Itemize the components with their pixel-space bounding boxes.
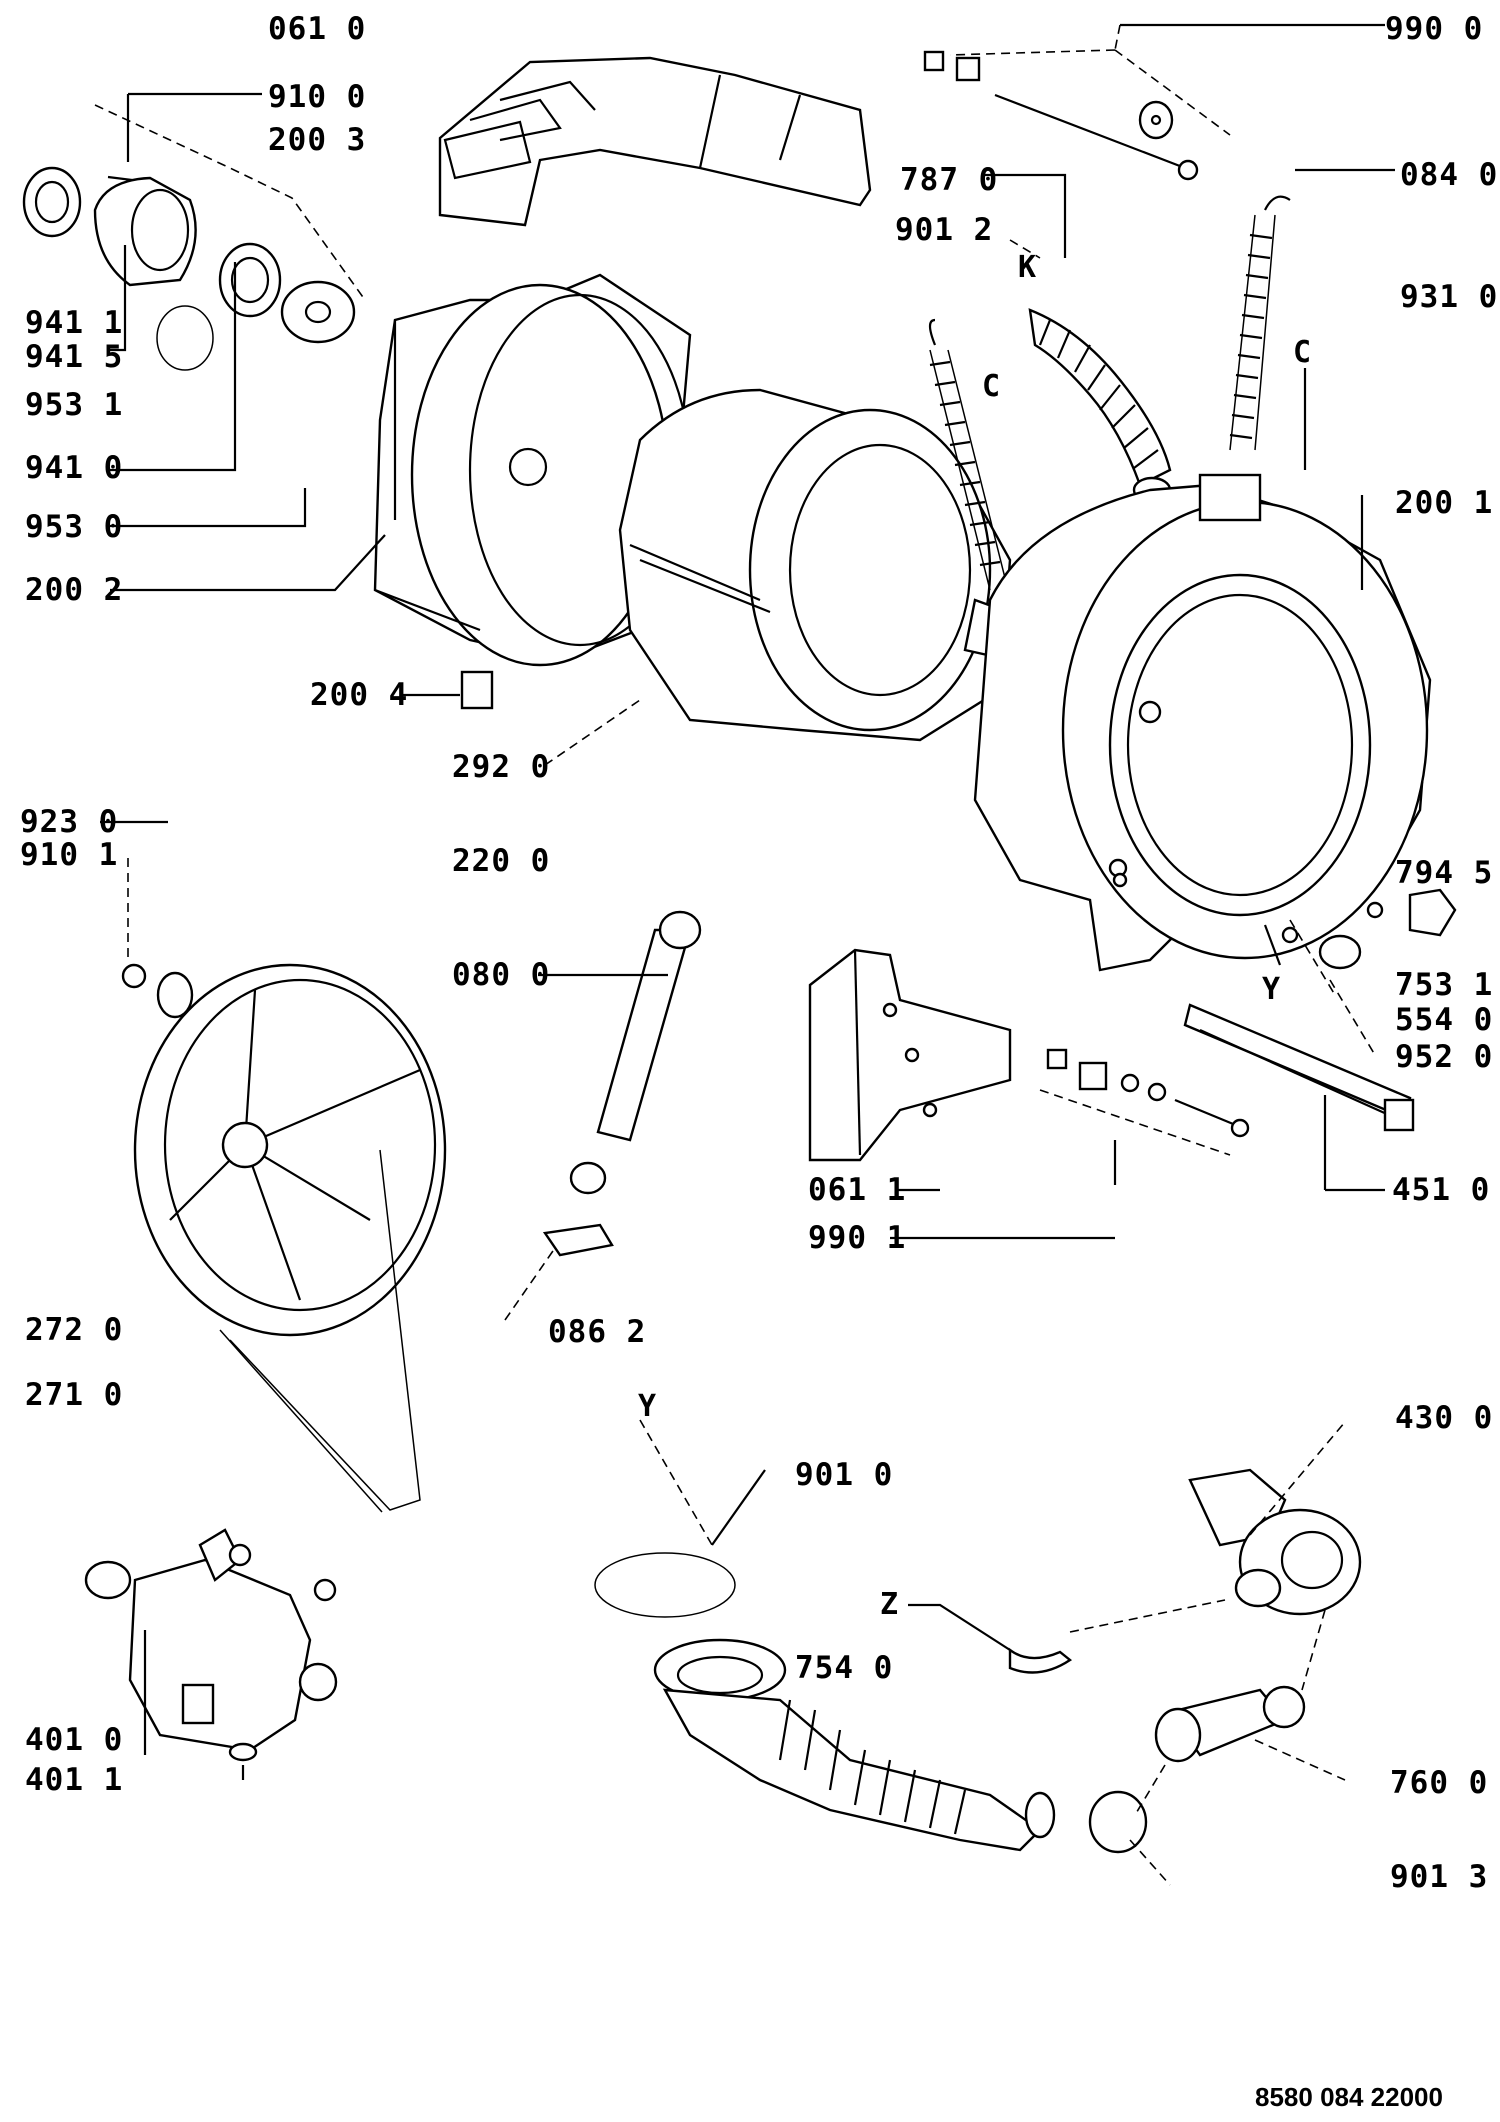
part-label: 271 0: [25, 1377, 124, 1413]
sump-hose: [594, 1552, 1148, 1854]
part-label: 923 0: [20, 804, 119, 840]
top-cover-part: [438, 56, 872, 227]
part-label: 401 1: [25, 1762, 124, 1798]
marker-c-left: C: [982, 369, 1001, 404]
part-label: 061 0: [268, 11, 367, 47]
part-label: 200 4: [310, 677, 409, 713]
part-label: 794 5: [1395, 855, 1494, 891]
part-label: 952 0: [1395, 1039, 1494, 1075]
part-label: 061 1: [808, 1172, 907, 1208]
marker-y-hose: Y: [638, 1389, 657, 1424]
part-label: 753 1: [1395, 967, 1494, 1003]
part-label: 272 0: [25, 1312, 124, 1348]
part-label: 220 0: [452, 843, 551, 879]
part-label: 787 0: [900, 162, 999, 198]
leader-lines: [94, 23, 1395, 1886]
marker-y-tub: Y: [1262, 972, 1281, 1007]
part-label: 086 2: [548, 1314, 647, 1350]
heater-assembly: [1183, 888, 1457, 1132]
part-label: 901 0: [795, 1457, 894, 1493]
part-label: 401 0: [25, 1722, 124, 1758]
part-label: 910 0: [268, 79, 367, 115]
part-label: 754 0: [795, 1650, 894, 1686]
part-label: 200 1: [1395, 485, 1494, 521]
part-label: 941 5: [25, 339, 124, 375]
front-tub-half: [973, 473, 1432, 972]
marker-c-right: C: [1293, 335, 1312, 370]
inner-drum: [618, 388, 1012, 742]
part-label: 941 1: [25, 305, 124, 341]
part-label: 554 0: [1395, 1002, 1494, 1038]
part-label: 760 0: [1390, 1765, 1489, 1801]
part-label: 990 1: [808, 1220, 907, 1256]
part-label: 430 0: [1395, 1400, 1494, 1436]
counterweight-hardware: [923, 50, 1199, 181]
front-bracket: [808, 948, 1250, 1162]
drain-pump: [1154, 1468, 1362, 1763]
part-label: 931 0: [1400, 279, 1499, 315]
document-number: 8580 084 22000: [1255, 2082, 1443, 2112]
part-label: 080 0: [452, 957, 551, 993]
part-label: 910 1: [20, 837, 119, 873]
part-label: 084 0: [1400, 157, 1499, 193]
rear-tub-half: [373, 273, 692, 710]
bellows-hose: [1028, 308, 1172, 504]
part-label: 941 0: [25, 450, 124, 486]
marker-k: K: [1018, 250, 1037, 285]
shock-absorber: [542, 910, 702, 1257]
motor: [84, 1528, 338, 1762]
part-label: 953 1: [25, 387, 124, 423]
right-spring: [1229, 195, 1291, 451]
part-label: 200 3: [268, 122, 367, 158]
part-label: 292 0: [452, 749, 551, 785]
marker-z: Z: [880, 1587, 899, 1622]
part-label: 990 0: [1385, 11, 1484, 47]
part-label: 901 3: [1390, 1859, 1489, 1895]
part-label: 200 2: [25, 572, 124, 608]
pulley-and-belt: [121, 963, 447, 1513]
part-label: 451 0: [1392, 1172, 1491, 1208]
part-label: 953 0: [25, 509, 124, 545]
part-label: 901 2: [895, 212, 994, 248]
